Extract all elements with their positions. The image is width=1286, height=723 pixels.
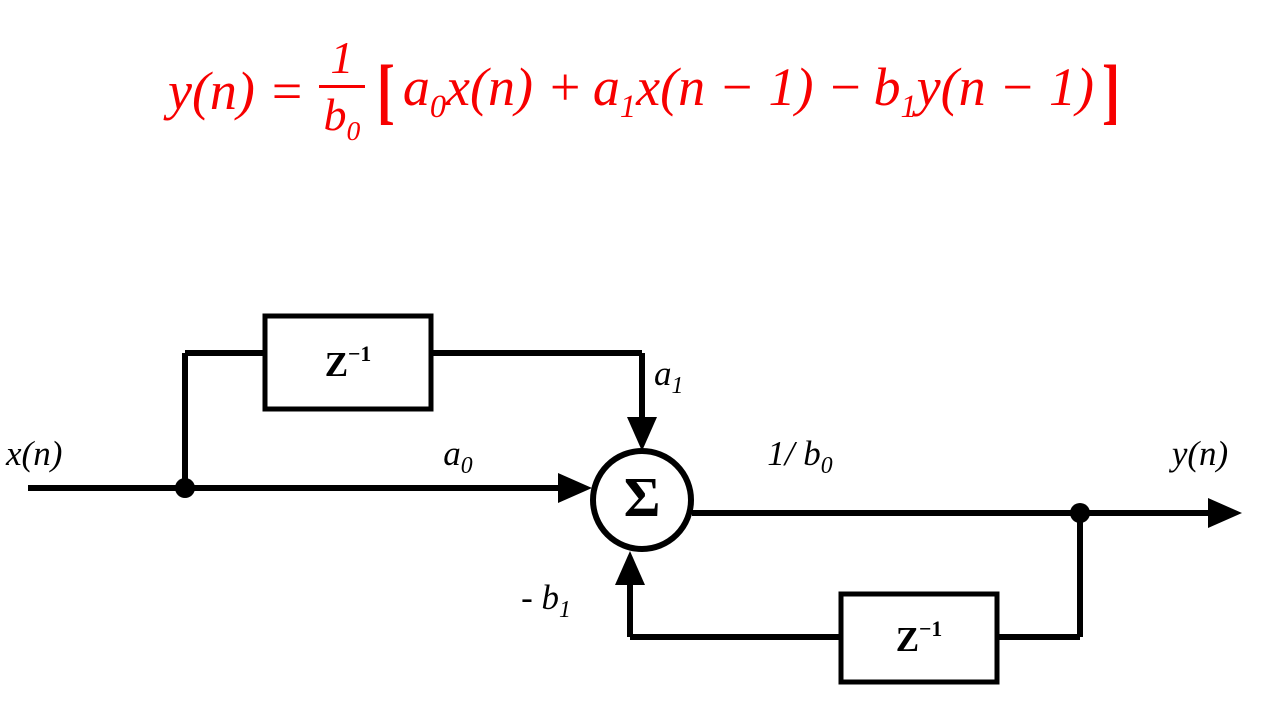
summer-circle (590, 448, 694, 552)
bottom-delay-exponent: −1 (919, 617, 943, 642)
gain-neg-b1-base: - b (521, 578, 559, 617)
fraction-denominator-sub: 0 (346, 115, 361, 147)
filter-difference-equation: y(n) = 1 b0 [ a0x(n) + a1x(n − 1) − b1y(… (0, 32, 1286, 147)
term3-coef-sub: 1 (900, 88, 917, 125)
gain-a1-label: a1 (654, 356, 683, 399)
fraction-bar (318, 85, 365, 89)
top-delay-block (262, 313, 434, 412)
term2-coef-sub: 1 (619, 88, 637, 125)
input-tap-node (175, 478, 195, 498)
term2-rest: x(n − 1) − (636, 56, 864, 117)
equation-close-bracket: ] (1102, 50, 1120, 132)
term1-coef: a (402, 56, 430, 117)
fraction-numerator: 1 (330, 32, 354, 83)
gain-a0-sub: 0 (460, 453, 473, 479)
top-delay-base: Z (324, 344, 349, 384)
bottom-delay-label: Z−1 (895, 618, 943, 659)
output-arrowhead (1208, 498, 1242, 528)
top-delay-label: Z−1 (324, 343, 372, 384)
gain-inv-b0-sub: 0 (820, 453, 833, 479)
feedforward-arrowhead (627, 417, 657, 451)
input-label: x(n) (6, 434, 63, 473)
gain-neg-b1-sub: 1 (559, 597, 571, 623)
equation-fraction: 1 b0 (318, 32, 365, 147)
equation-term-2: a1x(n − 1) − (593, 56, 864, 126)
bottom-delay-block (838, 591, 1000, 685)
gain-neg-b1-label: - b1 (521, 580, 571, 623)
fraction-denominator: b0 (323, 89, 360, 147)
gain-a0-label: a0 (443, 436, 472, 479)
gain-a0-base: a (443, 434, 461, 473)
fraction-denominator-base: b (323, 89, 347, 141)
top-delay-exponent: −1 (348, 342, 372, 367)
summer-sigma-symbol: Σ (623, 466, 661, 529)
term1-rest: x(n) + (446, 56, 583, 117)
equation-term-1: a0x(n) + (403, 56, 583, 126)
bottom-delay-base: Z (895, 619, 920, 659)
equation-open-bracket: [ (376, 50, 395, 132)
equation-term-3: b1y(n − 1) (873, 56, 1094, 126)
term2-coef: a (592, 56, 620, 117)
feedback-arrowhead (615, 551, 645, 585)
gain-inv-b0-base: 1/ b (767, 434, 821, 473)
gain-inv-b0-label: 1/ b0 (767, 436, 832, 479)
output-label: y(n) (1171, 434, 1229, 473)
equation-lhs: y(n) = (167, 60, 305, 121)
term3-coef: b (873, 56, 901, 117)
gain-a1-sub: 1 (671, 373, 684, 399)
term3-rest: y(n − 1) (916, 56, 1095, 117)
term1-coef-sub: 0 (429, 88, 447, 125)
input-arrowhead (558, 473, 592, 503)
output-tap-node (1070, 503, 1090, 523)
gain-a1-base: a (654, 354, 672, 393)
